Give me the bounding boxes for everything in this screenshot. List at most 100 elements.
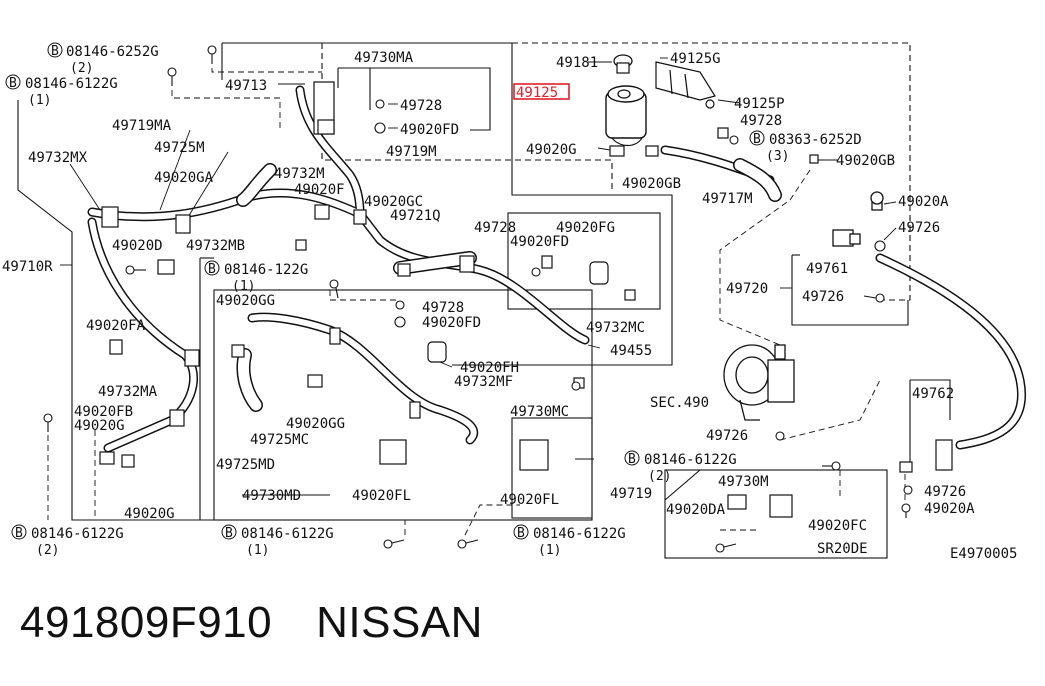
- label-49728: 49728: [400, 98, 442, 114]
- bolt-symbol-b: [11, 524, 27, 540]
- highlighted-part-box: [513, 83, 570, 100]
- frames: [17, 42, 951, 559]
- label-49725MC: 49725MC: [250, 432, 309, 448]
- label-49728: 49728: [422, 300, 464, 316]
- label-49725M: 49725M: [154, 140, 205, 156]
- label-qty: (1): [232, 279, 255, 294]
- sr20de-frame: [664, 469, 888, 559]
- clamps: [99, 81, 953, 518]
- pump: [723, 344, 795, 421]
- label-49730MA: 49730MA: [354, 50, 414, 66]
- leader-lines: [60, 57, 897, 496]
- label-49020FD: 49020FD: [510, 234, 569, 250]
- label-49020FD: 49020FD: [422, 315, 481, 331]
- bolt-symbol-b: [5, 74, 21, 90]
- label-49732MC: 49732MC: [586, 320, 645, 336]
- label-08146-6122G: 08146-6122G: [533, 526, 626, 542]
- label-08146-6122G: 08146-6122G: [31, 526, 124, 542]
- label-qty: (1): [538, 543, 561, 558]
- reservoir: [605, 54, 647, 147]
- part-labels: B 08146-6252G (2) B 08146-6122G (1) 4973…: [2, 42, 1017, 562]
- label-qty: (3): [766, 149, 789, 164]
- label-sr20de: SR20DE: [817, 541, 868, 557]
- label-sec-490: SEC.490: [650, 395, 709, 411]
- label-49020G: 49020G: [74, 418, 125, 434]
- label-49020GA: 49020GA: [154, 170, 214, 186]
- label-49720: 49720: [726, 281, 768, 297]
- valve-49761: [832, 191, 884, 247]
- label-49020FL: 49020FL: [500, 492, 559, 508]
- label-49726: 49726: [802, 289, 844, 305]
- label-49020FC: 49020FC: [808, 518, 867, 534]
- label-08146-6252G: 08146-6252G: [66, 44, 159, 60]
- label-qty: (2): [648, 469, 671, 484]
- label-49732MF: 49732MF: [454, 374, 513, 390]
- label-49020FB: 49020FB: [74, 404, 133, 420]
- label-49020FH: 49020FH: [460, 360, 519, 376]
- svg-text:B: B: [628, 452, 636, 467]
- left-frame-outline: [17, 100, 214, 521]
- part-caption: 491809F910 NISSAN: [20, 598, 483, 648]
- label-49020GB: 49020GB: [622, 176, 681, 192]
- label-qty: (1): [246, 543, 269, 558]
- label-49020A: 49020A: [898, 194, 949, 210]
- label-49730M: 49730M: [718, 474, 769, 490]
- label-49726: 49726: [924, 484, 966, 500]
- lower-middle-frame: [213, 289, 593, 521]
- label-49732MX: 49732MX: [28, 150, 88, 166]
- label-49726: 49726: [898, 220, 940, 236]
- label-49020FA: 49020FA: [86, 318, 146, 334]
- svg-text:B: B: [225, 526, 233, 541]
- diagram-reference-code: E4970005: [950, 546, 1017, 562]
- label-49730MD: 49730MD: [242, 488, 301, 504]
- bolt-symbol-b: [513, 524, 529, 540]
- svg-text:B: B: [51, 44, 59, 59]
- label-49020FL: 49020FL: [352, 488, 411, 504]
- svg-text:B: B: [753, 132, 761, 147]
- bolt-symbol-b: [47, 42, 63, 58]
- label-08146-122G: 08146-122G: [224, 262, 308, 278]
- label-08146-6122G: 08146-6122G: [644, 452, 737, 468]
- label-49020D: 49020D: [112, 238, 163, 254]
- label-49725MD: 49725MD: [216, 457, 275, 473]
- part-number: 491809F910: [20, 598, 273, 647]
- label-qty: (2): [36, 543, 59, 558]
- pipe-inner: [89, 87, 1025, 451]
- svg-text:B: B: [9, 76, 17, 91]
- label-49125G: 49125G: [670, 51, 721, 67]
- label-49020G: 49020G: [124, 506, 175, 522]
- svg-text:B: B: [208, 262, 216, 277]
- label-49020G: 49020G: [526, 142, 577, 158]
- svg-text:B: B: [15, 526, 23, 541]
- label-08363-6252D: 08363-6252D: [769, 132, 862, 148]
- label-49717M: 49717M: [702, 191, 753, 207]
- label-49125P: 49125P: [734, 96, 785, 112]
- brand-name: NISSAN: [316, 598, 483, 647]
- label-49728: 49728: [740, 113, 782, 129]
- label-49020GG: 49020GG: [286, 416, 345, 432]
- label-49730MC: 49730MC: [510, 404, 569, 420]
- label-49020DA: 49020DA: [666, 502, 726, 518]
- label-49181: 49181: [556, 55, 598, 71]
- label-49713: 49713: [225, 78, 267, 94]
- label-49761: 49761: [806, 261, 848, 277]
- label-49455: 49455: [610, 343, 652, 359]
- label-49726: 49726: [706, 428, 748, 444]
- label-49020FG: 49020FG: [556, 220, 615, 236]
- label-49710R: 49710R: [2, 259, 53, 275]
- label-49020F: 49020F: [294, 182, 345, 198]
- label-49732M: 49732M: [274, 166, 325, 182]
- main-frame-outline: [222, 42, 673, 366]
- power-steering-piping-diagram: B 08146-6252G (2) B 08146-6122G (1) 4973…: [2, 42, 1026, 562]
- reservoir-bracket: [655, 61, 716, 109]
- bolt-symbol-b: [749, 130, 765, 146]
- label-49762: 49762: [912, 386, 954, 402]
- label-49020GC: 49020GC: [364, 194, 423, 210]
- label-49719M: 49719M: [386, 144, 437, 160]
- bolts: [43, 45, 913, 553]
- bolt-symbol-b: [221, 524, 237, 540]
- svg-text:B: B: [517, 526, 525, 541]
- label-qty: (2): [70, 61, 93, 76]
- label-qty: (1): [28, 93, 51, 108]
